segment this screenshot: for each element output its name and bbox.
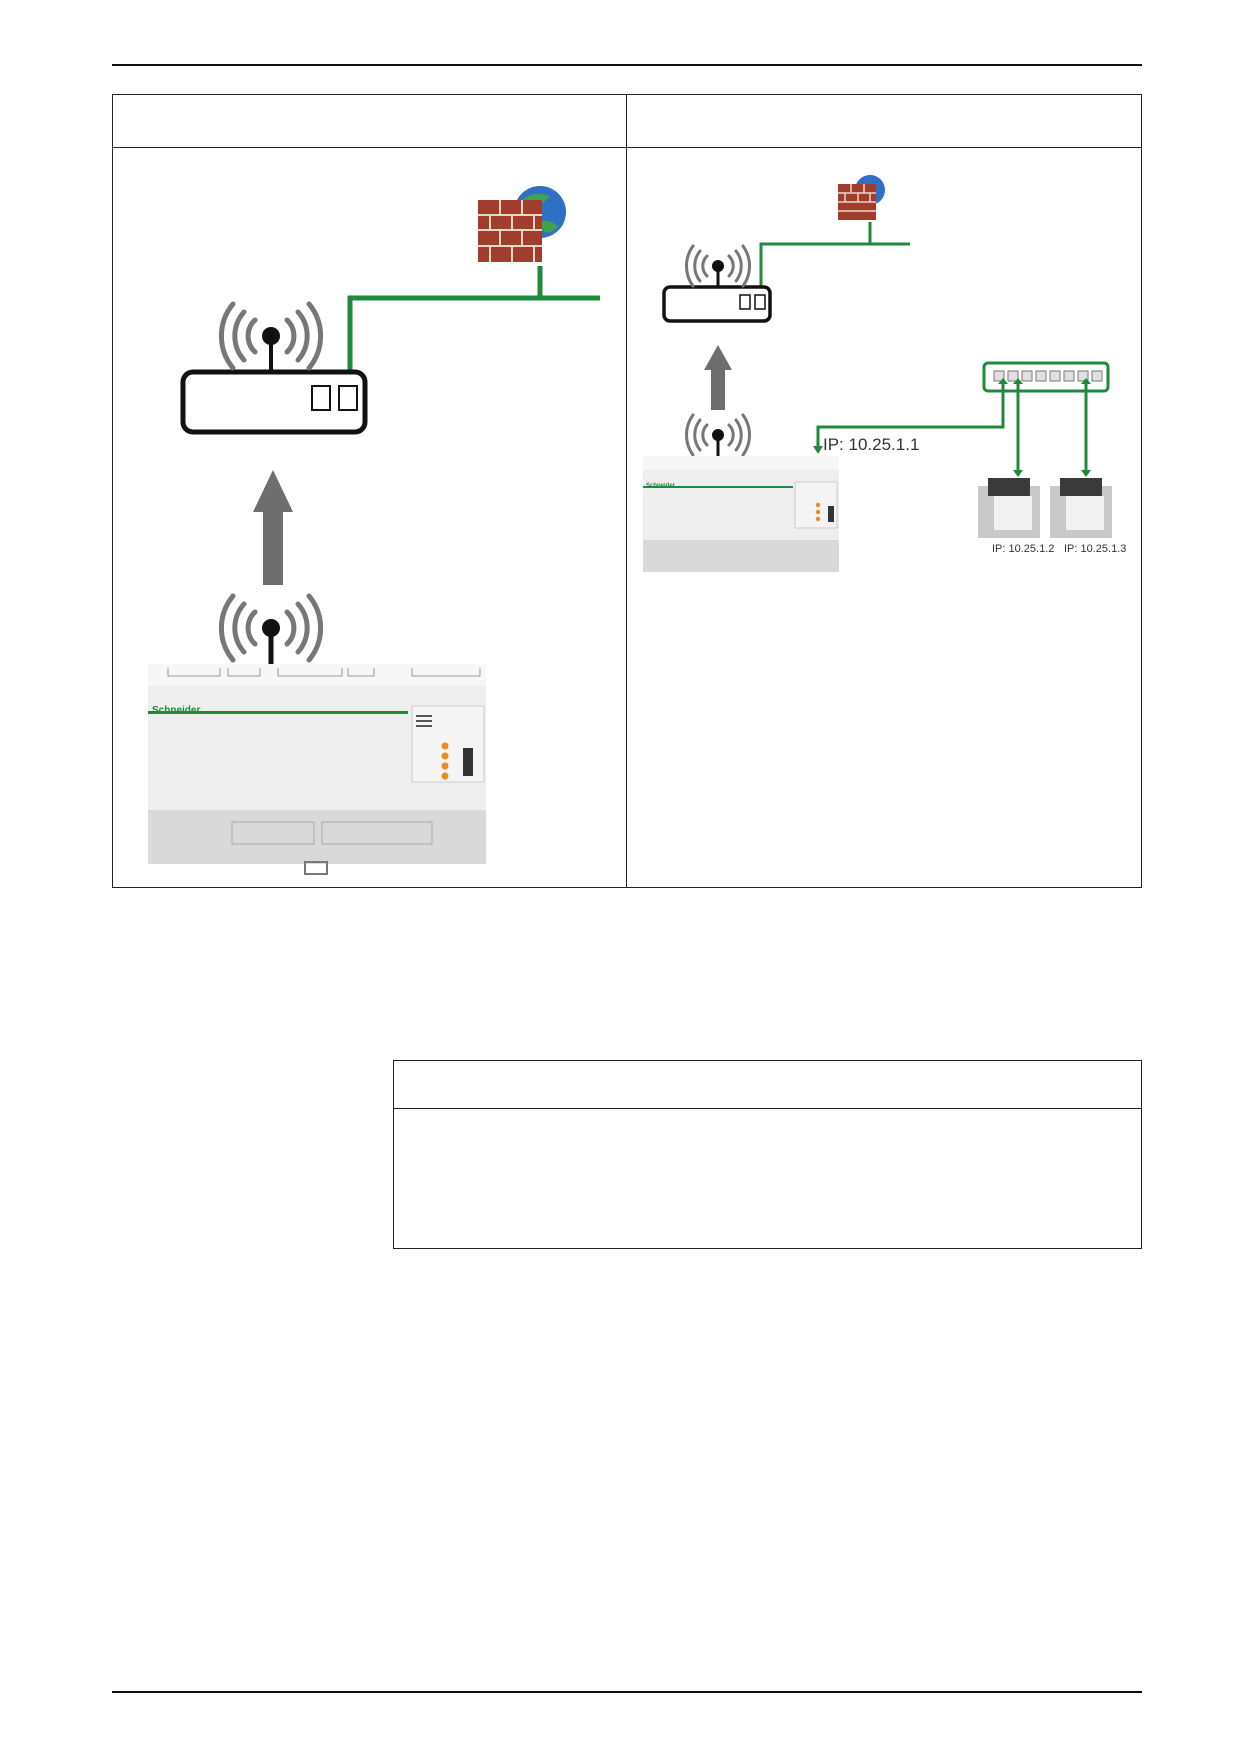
arrow-up-icon-small — [704, 345, 732, 410]
power-meter-1-icon — [978, 478, 1040, 538]
table-header-divider — [112, 147, 1142, 148]
wifi-antenna-icon-small — [685, 413, 751, 457]
table-column-divider — [626, 94, 627, 888]
note-table — [393, 1060, 1142, 1249]
meter2-ip-label: IP: 10.25.1.3 — [1064, 543, 1126, 555]
firewall-icon-small — [838, 175, 885, 220]
meter1-ip-label: IP: 10.25.1.2 — [992, 543, 1054, 555]
energy-logger-device — [148, 664, 486, 875]
meter2-port-marker — [1081, 470, 1091, 477]
power-meter-2-icon — [1050, 478, 1112, 538]
note-table-header-divider — [393, 1108, 1142, 1109]
network-line-bottom — [816, 384, 1088, 472]
network-line-top — [759, 222, 910, 301]
right-brand-label: Schneider — [646, 483, 676, 489]
energy-logger-device-small — [643, 456, 839, 572]
meter1-port-marker — [1013, 470, 1023, 477]
router-icon — [180, 301, 368, 435]
router-icon-small — [662, 244, 772, 323]
network-line — [347, 266, 600, 398]
logger-port-marker — [813, 446, 823, 454]
left-brand-label: Schneider — [152, 705, 200, 716]
diagram-table — [112, 94, 1142, 888]
firewall-icon — [478, 186, 566, 262]
footer-rule — [112, 1691, 1142, 1693]
header-rule — [112, 64, 1142, 66]
wifi-antenna-icon — [218, 593, 324, 666]
arrow-up-icon — [253, 470, 293, 585]
logger-ip-label: IP: 10.25.1.1 — [823, 435, 919, 454]
